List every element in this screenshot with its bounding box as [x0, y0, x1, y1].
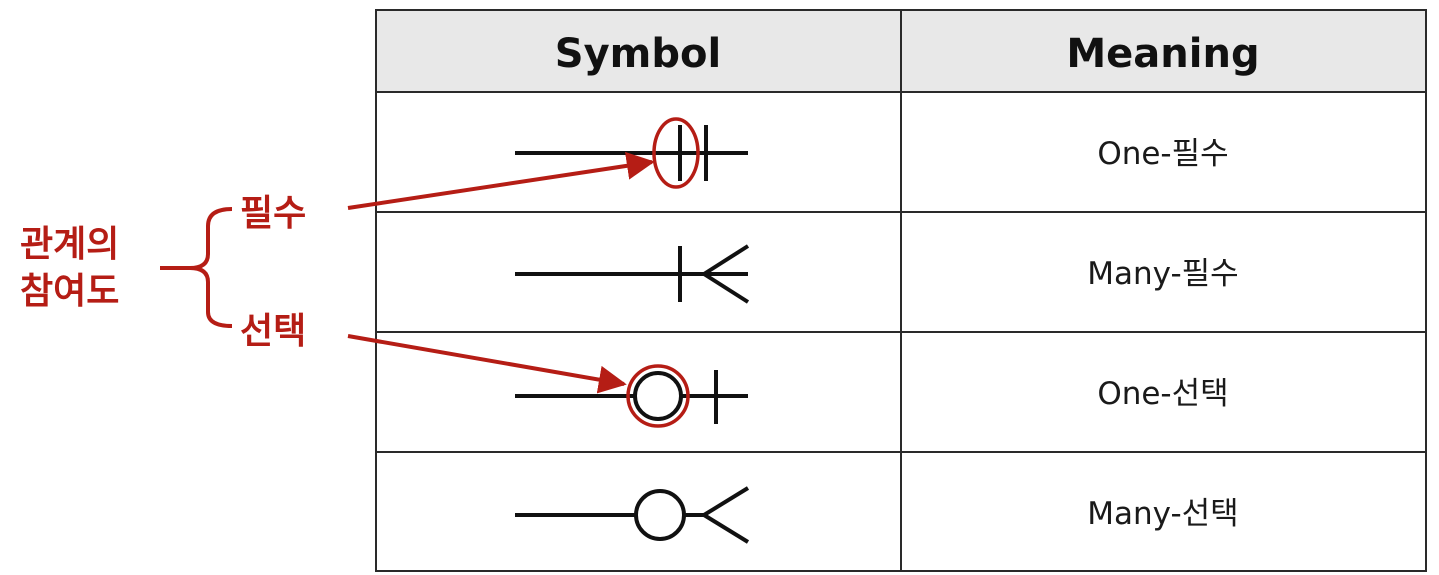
meaning-cell: Many-선택	[1087, 496, 1238, 532]
header-symbol: Symbol	[555, 31, 721, 77]
optional-arrow	[347, 334, 627, 394]
mandatory-arrow	[347, 151, 655, 210]
one-optional-symbol	[515, 364, 748, 428]
participation-annotation: 관계의 참여도 필수 선택	[20, 151, 655, 394]
meaning-cell: Many-필수	[1087, 256, 1238, 292]
meaning-cell: One-필수	[1097, 136, 1228, 172]
header-meaning: Meaning	[1066, 31, 1259, 77]
group-label-line1: 관계의	[20, 224, 119, 265]
many-mandatory-symbol	[515, 244, 750, 304]
many-optional-symbol	[515, 486, 750, 544]
optional-label: 선택	[240, 311, 306, 352]
table-row: Many-필수	[515, 244, 1239, 304]
table-row: One-선택	[515, 364, 1229, 428]
table-row: One-필수	[515, 117, 1229, 189]
table-row: Many-선택	[515, 486, 1239, 544]
symbol-table: Symbol Meaning One-필수 Many-필수	[375, 9, 1427, 572]
group-label-line2: 참여도	[20, 271, 119, 312]
meaning-cell: One-선택	[1097, 376, 1228, 412]
curly-brace	[160, 207, 233, 328]
optional-highlight-circle	[626, 364, 690, 428]
mandatory-label: 필수	[240, 193, 306, 234]
